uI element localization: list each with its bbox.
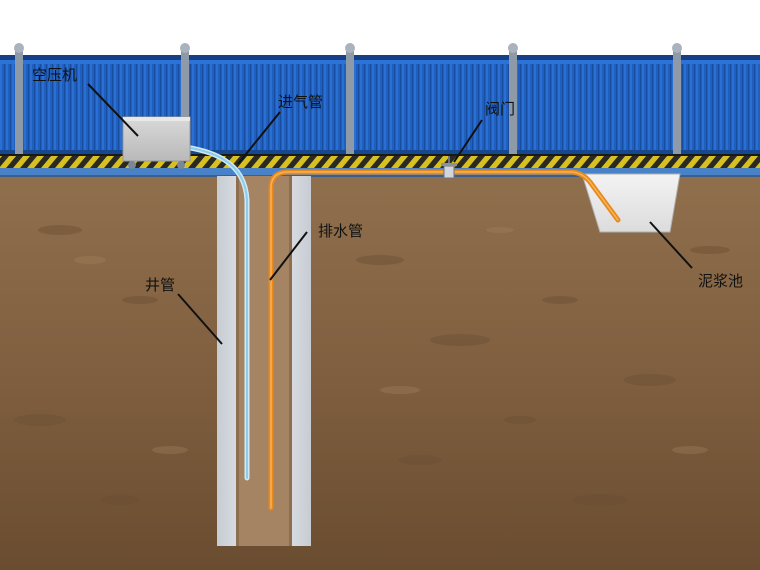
leader-mud-pit [649,221,693,269]
leader-valve [453,119,483,163]
mud-pit [581,173,681,233]
fence-posts [15,50,681,160]
well-bore [236,176,292,546]
soil-highlights [74,227,708,454]
fence-post-caps [14,43,682,53]
hazard-stripe [0,154,760,168]
soil-background [0,176,760,570]
construction-fence [0,43,760,168]
valve [441,156,457,179]
label-drain-pipe: 排水管 [318,222,364,240]
label-well-pipe: 井管 [145,276,176,294]
soil-texture [14,225,730,506]
leader-air-pipe [237,111,281,165]
leader-drain-pipe [269,231,308,281]
leader-well-pipe [177,293,223,345]
leader-lines [87,83,693,345]
label-valve: 阀门 [485,100,516,118]
leader-compressor [87,83,139,137]
label-compressor: 空压机 [32,66,78,84]
label-mud-pit: 泥浆池 [698,272,744,290]
label-air-pipe: 进气管 [278,93,324,111]
air-compressor [122,116,191,169]
